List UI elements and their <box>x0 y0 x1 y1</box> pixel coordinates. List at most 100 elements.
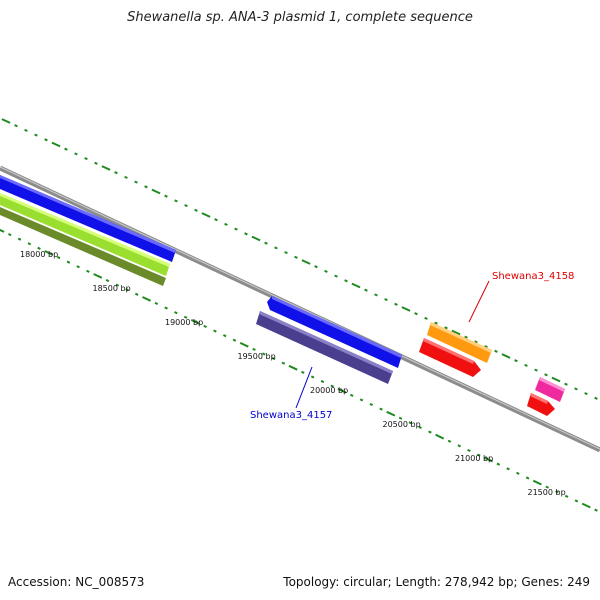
minor-tick <box>252 347 256 351</box>
minor-tick <box>7 233 12 237</box>
minor-tick <box>24 128 28 132</box>
gene-blue-left[interactable] <box>0 175 176 262</box>
major-tick <box>532 479 542 486</box>
tick-label-18000: 18000 bp <box>20 250 58 259</box>
major-tick <box>142 296 152 302</box>
gene-blue-middle[interactable] <box>267 296 402 368</box>
minor-tick <box>124 175 128 179</box>
map-title: Shewanella sp. ANA-3 plasmid 1, complete… <box>127 10 473 25</box>
minor-tick <box>476 453 481 457</box>
major-tick <box>1 118 11 124</box>
minor-tick <box>134 292 139 296</box>
minor-tick <box>284 251 288 255</box>
gene-red-far-right[interactable] <box>527 393 555 416</box>
callout-line-shewana3-4157 <box>295 366 313 409</box>
tick-label-19500: 19500 bp <box>238 352 276 361</box>
minor-tick <box>467 448 471 453</box>
minor-tick <box>324 269 328 273</box>
minor-tick <box>418 425 422 430</box>
minor-tick <box>424 316 428 320</box>
minor-tick <box>194 208 198 212</box>
inner-tick-track <box>0 228 598 512</box>
minor-tick <box>484 345 488 349</box>
major-tick <box>190 318 200 325</box>
minor-tick <box>213 329 217 333</box>
minor-tick <box>214 218 218 222</box>
minor-tick <box>434 321 438 325</box>
tick-label-19000: 19000 bp <box>165 318 203 327</box>
minor-tick <box>37 246 41 250</box>
minor-tick <box>447 439 452 443</box>
gene-label-shewana3-4158[interactable]: Shewana3_4158 <box>492 271 574 282</box>
minor-tick <box>516 471 520 475</box>
minor-tick <box>203 324 207 329</box>
major-tick <box>101 165 111 171</box>
major-tick <box>51 141 61 148</box>
minor-tick <box>534 368 538 372</box>
minor-tick <box>64 147 68 151</box>
minor-tick <box>544 373 548 377</box>
minor-tick <box>164 306 168 310</box>
gene-shewana3-4158[interactable] <box>427 322 492 363</box>
minor-tick <box>105 278 110 283</box>
minor-tick <box>222 334 227 338</box>
minor-tick <box>34 133 38 137</box>
minor-tick <box>394 302 398 306</box>
major-tick <box>386 410 396 417</box>
minor-tick <box>398 416 403 420</box>
minor-tick <box>496 462 501 466</box>
minor-tick <box>379 407 383 411</box>
gene-red-right[interactable] <box>419 338 481 377</box>
minor-tick <box>364 288 368 292</box>
minor-tick <box>261 352 266 356</box>
major-tick <box>93 273 103 279</box>
minor-tick <box>384 298 388 302</box>
minor-tick <box>344 279 348 283</box>
gene-label-shewana3-4157[interactable]: Shewana3_4157 <box>250 410 332 421</box>
minor-tick <box>310 375 315 379</box>
minor-tick <box>115 283 120 287</box>
minor-tick <box>584 392 588 396</box>
minor-tick <box>320 379 325 384</box>
minor-tick <box>244 232 248 236</box>
minor-tick <box>564 494 569 498</box>
major-tick <box>201 212 211 218</box>
major-tick <box>251 235 261 242</box>
minor-tick <box>374 293 378 297</box>
minor-tick <box>334 274 338 278</box>
minor-tick <box>525 476 530 480</box>
minor-tick <box>66 260 71 264</box>
minor-tick <box>224 222 228 226</box>
gene-magenta-far-right[interactable] <box>535 377 565 402</box>
minor-tick <box>84 157 88 161</box>
minor-tick <box>514 359 518 363</box>
tick-label-20000: 20000 bp <box>310 386 348 395</box>
minor-tick <box>27 242 32 246</box>
minor-tick <box>14 124 18 128</box>
gene-olive-left[interactable] <box>0 207 166 286</box>
minor-tick <box>574 499 579 503</box>
minor-tick <box>56 255 61 260</box>
minor-tick <box>174 311 178 315</box>
major-tick <box>239 341 249 348</box>
minor-tick <box>494 349 498 353</box>
minor-tick <box>17 237 22 241</box>
tick-label-21000: 21000 bp <box>455 454 493 463</box>
minor-tick <box>274 246 278 250</box>
minor-tick <box>594 508 598 512</box>
major-tick <box>0 228 5 233</box>
major-tick <box>451 329 461 336</box>
minor-tick <box>271 356 276 361</box>
gene-shewana3-4157[interactable] <box>256 311 393 384</box>
minor-tick <box>474 340 478 344</box>
callout-line-shewana3-4158 <box>468 280 490 323</box>
gene-lime-left[interactable] <box>0 193 170 276</box>
minor-tick <box>301 370 305 374</box>
accession-label: Accession: NC_008573 <box>8 575 145 589</box>
minor-tick <box>369 402 374 407</box>
minor-tick <box>184 204 188 208</box>
minor-tick <box>314 265 318 269</box>
major-tick <box>351 282 361 289</box>
minor-tick <box>555 490 559 494</box>
